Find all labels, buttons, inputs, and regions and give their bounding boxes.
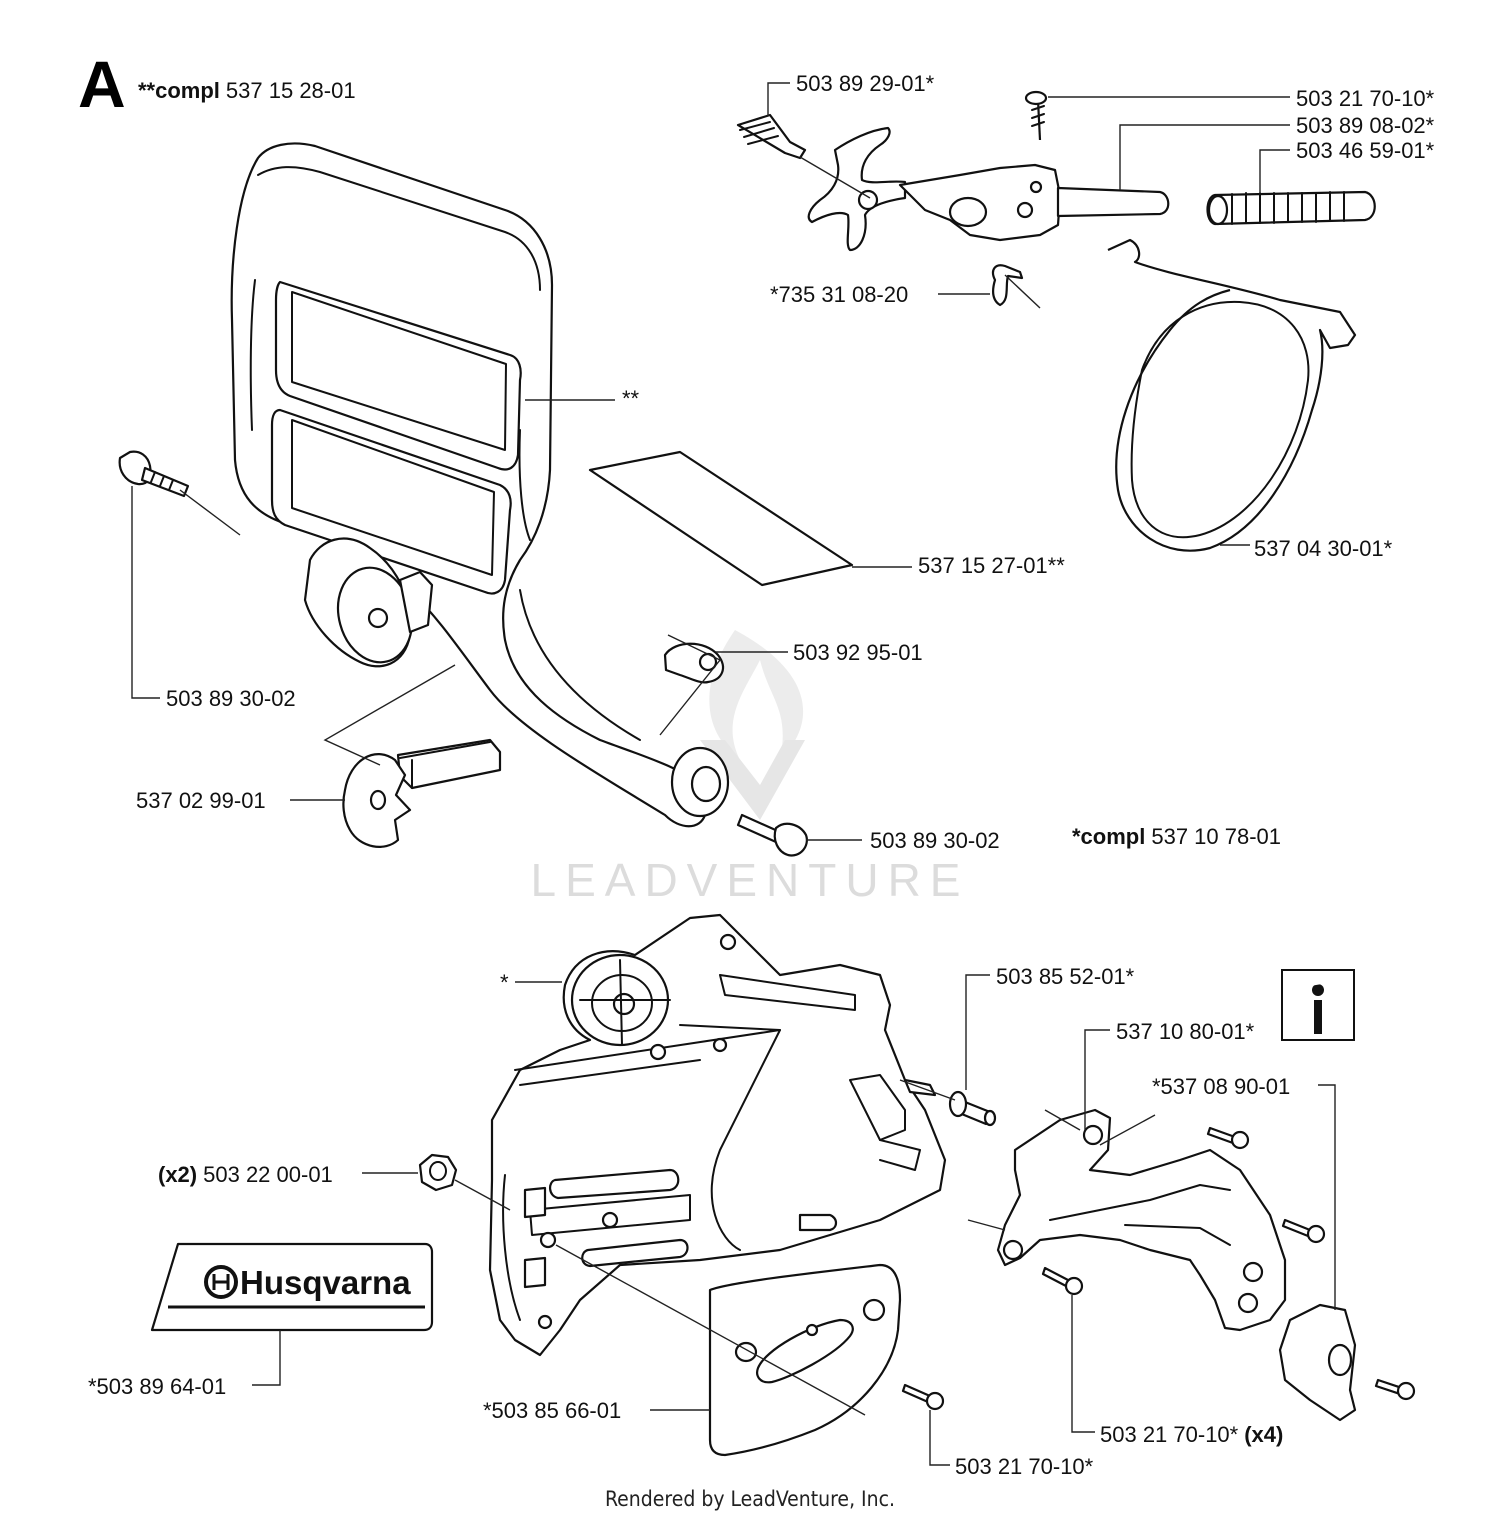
leader-503217010-bottom <box>929 1410 950 1466</box>
label-503892901: 503 89 29-01* <box>796 71 935 96</box>
label-503929501: 503 92 95-01 <box>793 640 923 665</box>
leader-503896401 <box>252 1330 281 1386</box>
label-qty-x4: (x4) <box>1244 1422 1283 1447</box>
leader-503465901 <box>1259 149 1290 192</box>
label-503217010-top: 503 21 70-10* <box>1296 86 1435 111</box>
label-cover-marker: * <box>500 970 509 995</box>
label-537108001: 537 10 80-01* <box>1116 1019 1255 1044</box>
label-503217010-bottom: 503 21 70-10* <box>955 1454 1094 1479</box>
leader-plate-axis <box>555 1244 866 1416</box>
footer-credit: Rendered by LeadVenture, Inc. <box>605 1487 895 1511</box>
leader-503217010-x4 <box>1071 1295 1095 1433</box>
label-qty-x2: (x2) <box>158 1162 197 1187</box>
label-503217010-x4: 503 21 70-10* <box>1100 1422 1239 1447</box>
kit-prefix: **compl <box>138 78 220 103</box>
leader-stud-axis <box>899 1079 956 1101</box>
husqvarna-logo-icon <box>204 1265 238 1299</box>
leader-537108001 <box>1084 1029 1110 1130</box>
leader-537089001 <box>1318 1084 1336 1310</box>
front-hand-guard <box>230 142 730 828</box>
section-letter: A <box>78 47 126 121</box>
label-537089001: *537 08 90-01 <box>1152 1074 1290 1099</box>
leader-cam-axis <box>323 664 456 766</box>
label-537152701: 537 15 27-01** <box>918 553 1065 578</box>
leader-503892901 <box>767 82 790 116</box>
clutch-cover <box>488 913 947 1357</box>
leader-lever-axis <box>799 156 871 199</box>
leader-nut-axis <box>454 1179 511 1211</box>
label-503855201: 503 85 52-01* <box>996 964 1135 989</box>
label-503893002-b: 503 89 30-02 <box>870 828 1000 853</box>
label-537029901: 537 02 99-01 <box>136 788 266 813</box>
flange-nut <box>418 1153 458 1192</box>
decal-brand-text: Husqvarna <box>240 1264 411 1301</box>
kit2-prefix: *compl <box>1072 824 1145 849</box>
small-screws <box>1041 1126 1416 1401</box>
brake-mechanism <box>736 90 1170 252</box>
brake-band <box>1107 238 1357 552</box>
leader-clip-axis <box>659 634 722 736</box>
label-503896401: *503 89 64-01 <box>88 1374 226 1399</box>
leader-503890802 <box>1119 124 1290 190</box>
brake-spring <box>1206 190 1376 226</box>
leader-clip-axis-2 <box>1004 274 1041 309</box>
husqvarna-decal: Husqvarna <box>150 1242 434 1332</box>
leader-bracket-axis <box>1044 1109 1156 1146</box>
label-537043001: 537 04 30-01* <box>1254 536 1393 561</box>
plate-screw <box>901 1383 945 1411</box>
stud <box>948 1090 997 1127</box>
decal-sheet <box>588 450 854 587</box>
label-503220001: 503 22 00-01 <box>203 1162 333 1187</box>
screw-left <box>118 450 190 498</box>
kit-number: 537 15 28-01 <box>226 78 356 103</box>
label-735310820: *735 31 08-20 <box>770 282 908 307</box>
label-guard-marker: ** <box>622 386 640 411</box>
cam-block <box>342 738 502 848</box>
leader-503855201 <box>965 974 990 1090</box>
leader-503893002-a <box>131 486 160 699</box>
wrench-info-icon <box>1281 969 1355 1041</box>
label-x4-group: 503 21 70-10*(x4) <box>1100 1422 1283 1447</box>
label-503890802: 503 89 08-02* <box>1296 113 1435 138</box>
leader-screw-left-axis <box>179 489 241 536</box>
label-503893002-a: 503 89 30-02 <box>166 686 296 711</box>
guide-plate <box>708 1263 902 1457</box>
retaining-clip <box>991 264 1024 307</box>
label-503465901: 503 46 59-01* <box>1296 138 1435 163</box>
screw-right <box>736 813 808 857</box>
watermark-text: LEADVENTURE <box>531 854 970 906</box>
label-nut-group: (x2)503 22 00-01 <box>158 1162 333 1187</box>
kit2-number: 537 10 78-01 <box>1151 824 1281 849</box>
leader-bracket-axis-2 <box>967 1219 1006 1231</box>
label-503856601: *503 85 66-01 <box>483 1398 621 1423</box>
leadventure-watermark: LEADVENTURE <box>531 630 970 906</box>
spring-clip <box>663 642 725 684</box>
chain-guide-bracket <box>996 1108 1357 1422</box>
